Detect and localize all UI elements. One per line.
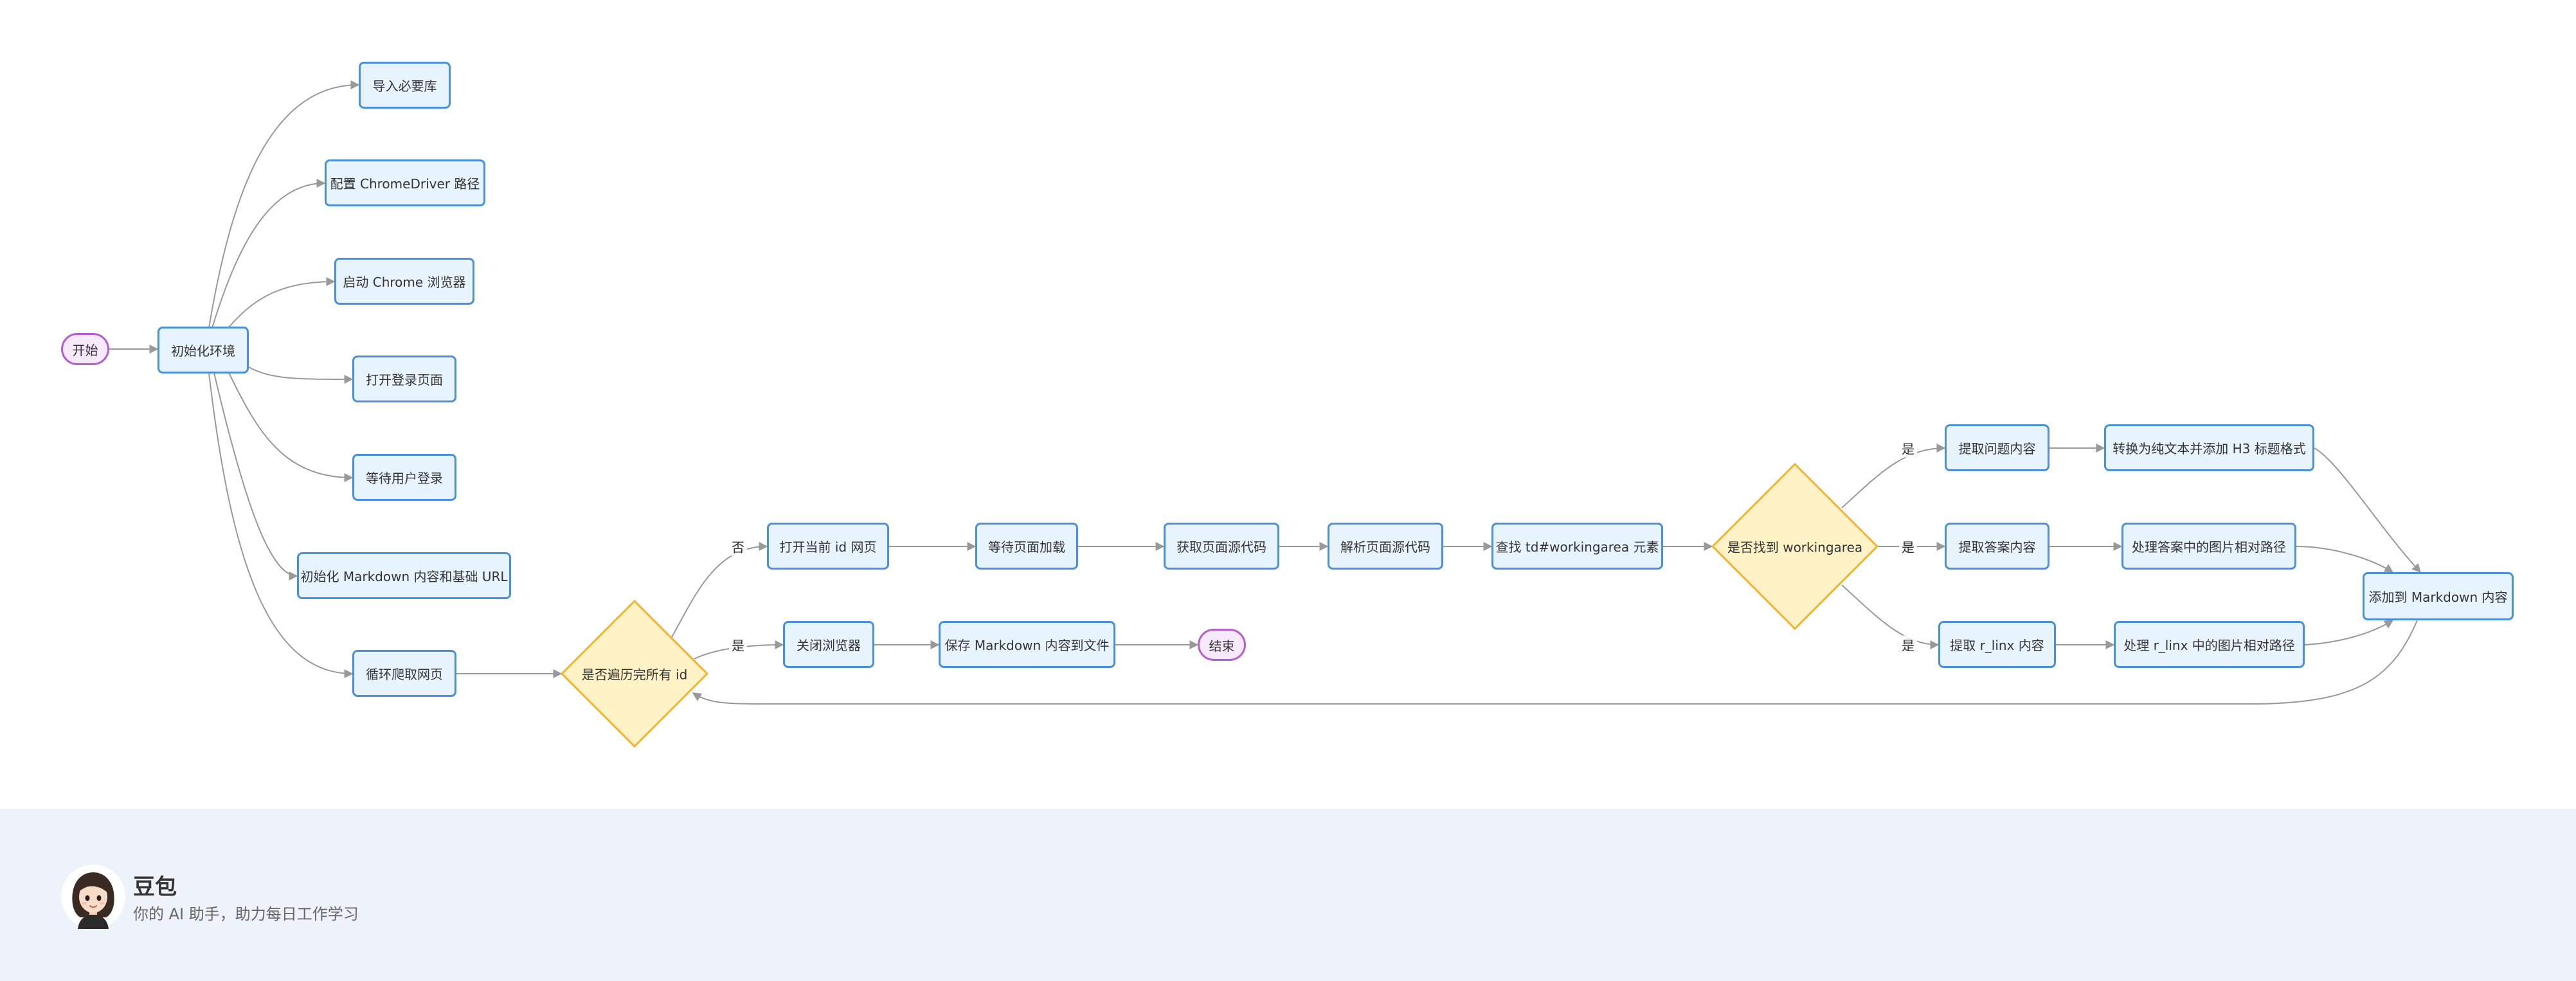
parse-source-node[interactable]: 解析页面源代码 [1328, 523, 1443, 570]
footer-bar [0, 809, 2576, 981]
edge-label-no: 否 [729, 537, 747, 556]
decision-found-label[interactable]: 是否找到 workingarea [1727, 539, 1863, 555]
edge-add-loop [692, 620, 2418, 705]
flowchart-edges [109, 80, 2421, 748]
fix-answer-img-node[interactable]: 处理答案中的图片相对路径 [2121, 523, 2296, 570]
to-h3-node[interactable]: 转换为纯文本并添加 H3 标题格式 [2104, 424, 2314, 471]
edge-init-login [247, 366, 354, 384]
edge-init-chrome [228, 277, 336, 328]
config-driver-node[interactable]: 配置 ChromeDriver 路径 [325, 159, 485, 206]
decision-all-ids-shape [560, 599, 709, 748]
brand-tagline: 你的 AI 助手，助力每日工作学习 [133, 905, 359, 923]
edge-img-add [2296, 546, 2394, 573]
edge-label-yes-question: 是 [1899, 438, 1917, 458]
init-env-node[interactable]: 初始化环境 [158, 327, 249, 374]
end-node[interactable]: 结束 [1198, 629, 1246, 661]
add-markdown-node[interactable]: 添加到 Markdown 内容 [2363, 572, 2514, 620]
edge-h3-add [2314, 447, 2421, 573]
edge-found-question [1841, 444, 1946, 509]
extract-question-node[interactable]: 提取问题内容 [1945, 424, 2049, 471]
close-browser-node[interactable]: 关闭浏览器 [783, 621, 874, 668]
edge-init-wait [228, 371, 354, 482]
decision-found-shape [1711, 462, 1879, 631]
brand-name: 豆包 [133, 874, 177, 900]
get-source-node[interactable]: 获取页面源代码 [1164, 523, 1279, 570]
find-td-node[interactable]: 查找 td#workingarea 元素 [1491, 523, 1663, 570]
edge-init-config [212, 179, 326, 328]
wait-load-node[interactable]: 等待页面加载 [975, 523, 1078, 570]
edge-decision-open [668, 542, 768, 644]
save-markdown-node[interactable]: 保存 Markdown 内容到文件 [939, 621, 1115, 668]
launch-chrome-node[interactable]: 启动 Chrome 浏览器 [334, 258, 474, 305]
edge-found-rlinx [1841, 584, 1940, 649]
avatar-girl-icon [61, 865, 125, 929]
edge-label-yes-rlinx: 是 [1899, 635, 1917, 654]
extract-answer-node[interactable]: 提取答案内容 [1945, 523, 2049, 570]
edge-rlinx-img-add [2304, 620, 2394, 645]
edge-label-yes-answer: 是 [1899, 537, 1917, 556]
edge-init-markdown [213, 372, 298, 580]
open-current-node[interactable]: 打开当前 id 网页 [767, 523, 889, 570]
wait-login-node[interactable]: 等待用户登录 [352, 454, 456, 501]
loop-crawl-node[interactable]: 循环爬取网页 [352, 650, 456, 697]
extract-rlinx-node[interactable]: 提取 r_linx 内容 [1938, 621, 2056, 668]
init-markdown-node[interactable]: 初始化 Markdown 内容和基础 URL [297, 552, 511, 599]
open-login-node[interactable]: 打开登录页面 [352, 356, 456, 402]
edge-label-yes-close: 是 [729, 635, 747, 654]
flowchart: 开始 初始化环境 导入必要库 配置 ChromeDriver 路径 启动 Chr… [61, 62, 2514, 748]
edge-init-loop [208, 372, 354, 678]
fix-rlinx-img-node[interactable]: 处理 r_linx 中的图片相对路径 [2114, 621, 2305, 668]
decision-all-ids-label[interactable]: 是否遍历完所有 id [581, 667, 688, 683]
edge-init-import [208, 80, 360, 328]
start-node[interactable]: 开始 [61, 333, 109, 365]
import-libs-node[interactable]: 导入必要库 [359, 62, 451, 109]
